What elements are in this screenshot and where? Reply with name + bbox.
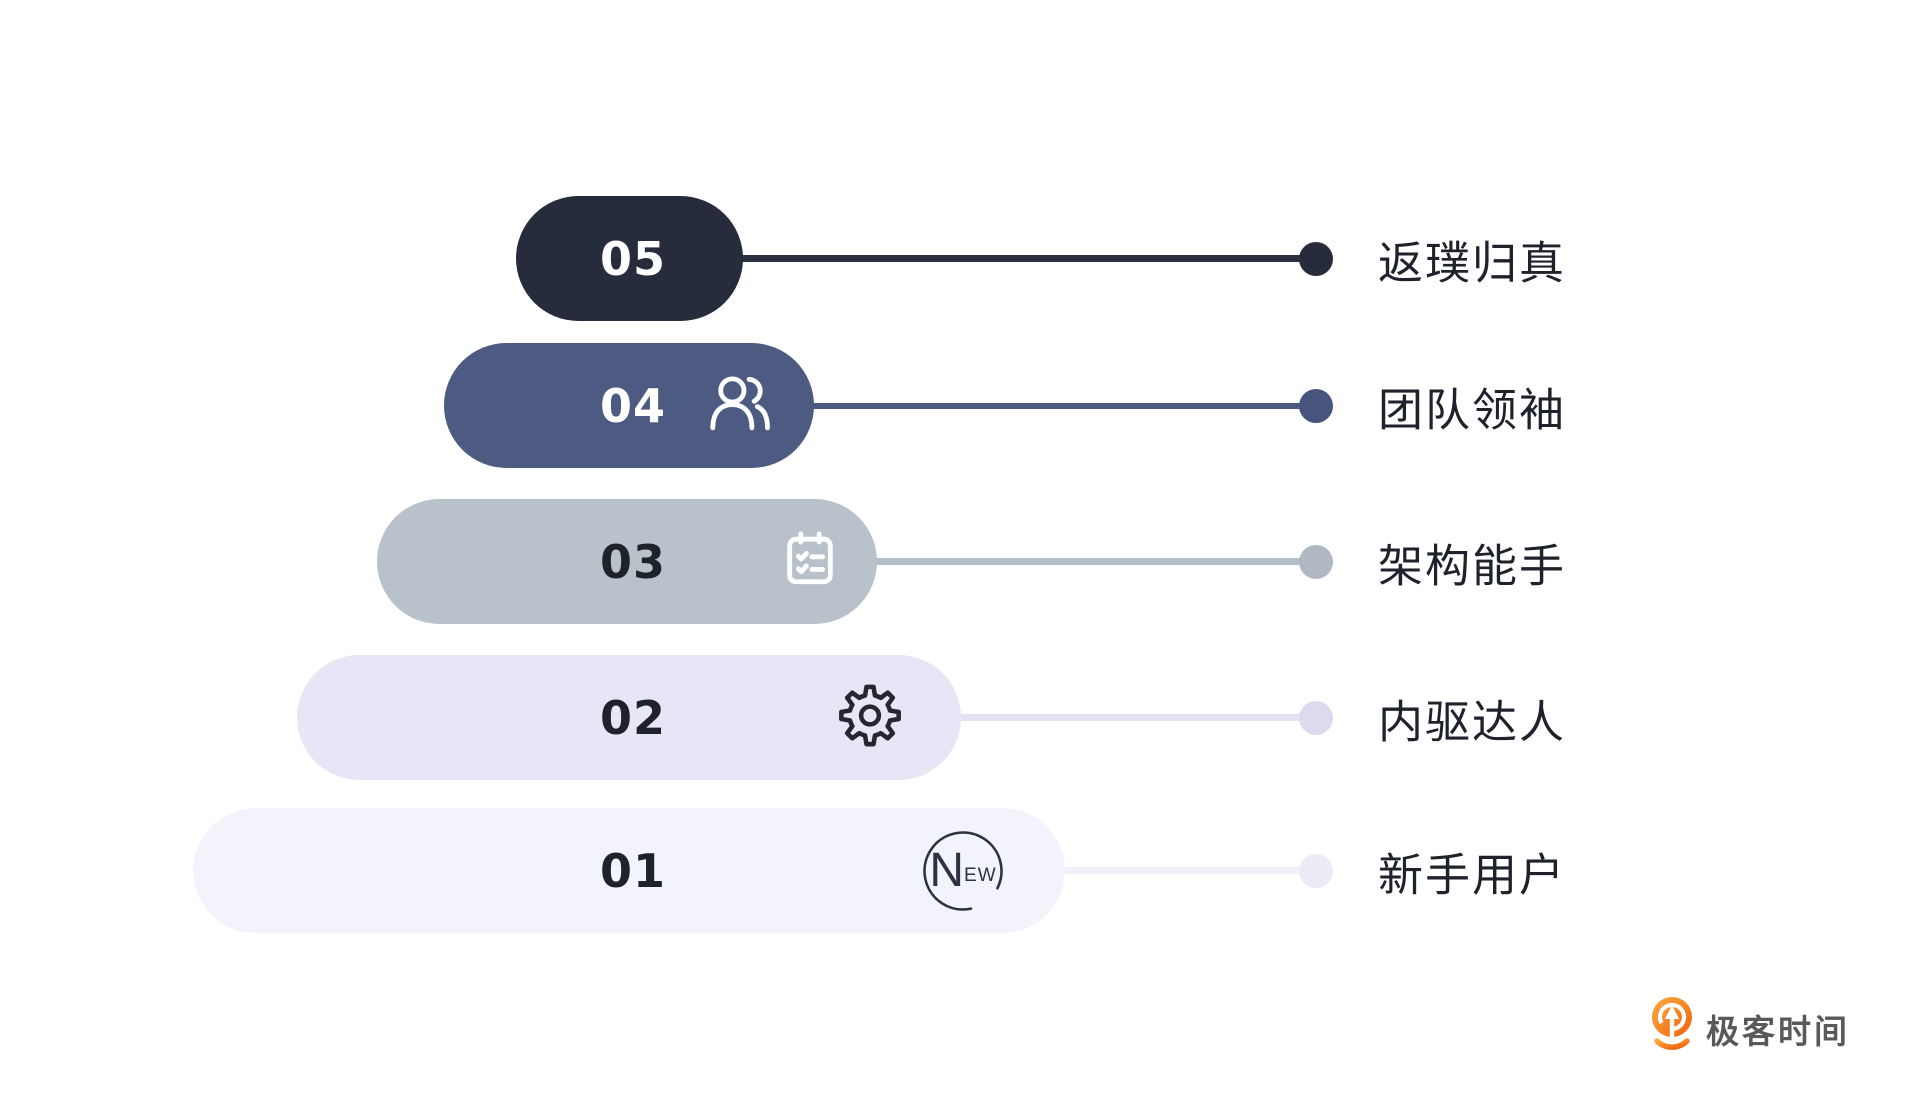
- gear-icon: [837, 682, 903, 753]
- level-row-02: 02 内驱达人: [0, 655, 1920, 780]
- new-badge-letters-ew: EW: [964, 864, 997, 886]
- level-number: 01: [599, 843, 667, 898]
- connector-line: [808, 402, 1316, 409]
- geektime-pin-icon: [1650, 996, 1694, 1059]
- level-number: 03: [599, 534, 667, 589]
- geektime-logo: 极客时间: [1650, 996, 1850, 1059]
- level-pill-02: 02: [297, 655, 961, 780]
- level-pill-05: 05: [516, 196, 743, 321]
- connector-dot: [1299, 241, 1333, 276]
- level-row-03: 03 架构能手: [0, 499, 1920, 624]
- checklist-icon: [781, 527, 839, 596]
- level-label: 团队领袖: [1378, 384, 1567, 435]
- level-pill-04: 04: [444, 343, 814, 468]
- level-pill-03: 03: [377, 499, 877, 624]
- connector-dot: [1299, 388, 1333, 423]
- level-row-05: 05 返璞归真: [0, 196, 1920, 321]
- level-label: 返璞归真: [1378, 237, 1567, 288]
- users-icon: [704, 369, 776, 442]
- level-label: 架构能手: [1378, 540, 1567, 591]
- level-number: 05: [599, 231, 667, 286]
- connector-dot: [1299, 700, 1333, 735]
- connector-dot: [1299, 853, 1333, 888]
- level-row-04: 04 团队领袖: [0, 343, 1920, 468]
- level-number: 02: [599, 690, 667, 745]
- connector-line: [1059, 867, 1316, 874]
- level-number: 04: [599, 378, 667, 433]
- connector-line: [871, 558, 1316, 565]
- geektime-logo-text: 极客时间: [1706, 1012, 1850, 1050]
- level-label: 新手用户: [1378, 849, 1567, 900]
- new-badge-letter-n: N: [929, 843, 965, 897]
- connector-line: [737, 255, 1316, 262]
- level-label: 内驱达人: [1378, 696, 1567, 747]
- connector-line: [955, 714, 1316, 721]
- connector-dot: [1299, 544, 1333, 579]
